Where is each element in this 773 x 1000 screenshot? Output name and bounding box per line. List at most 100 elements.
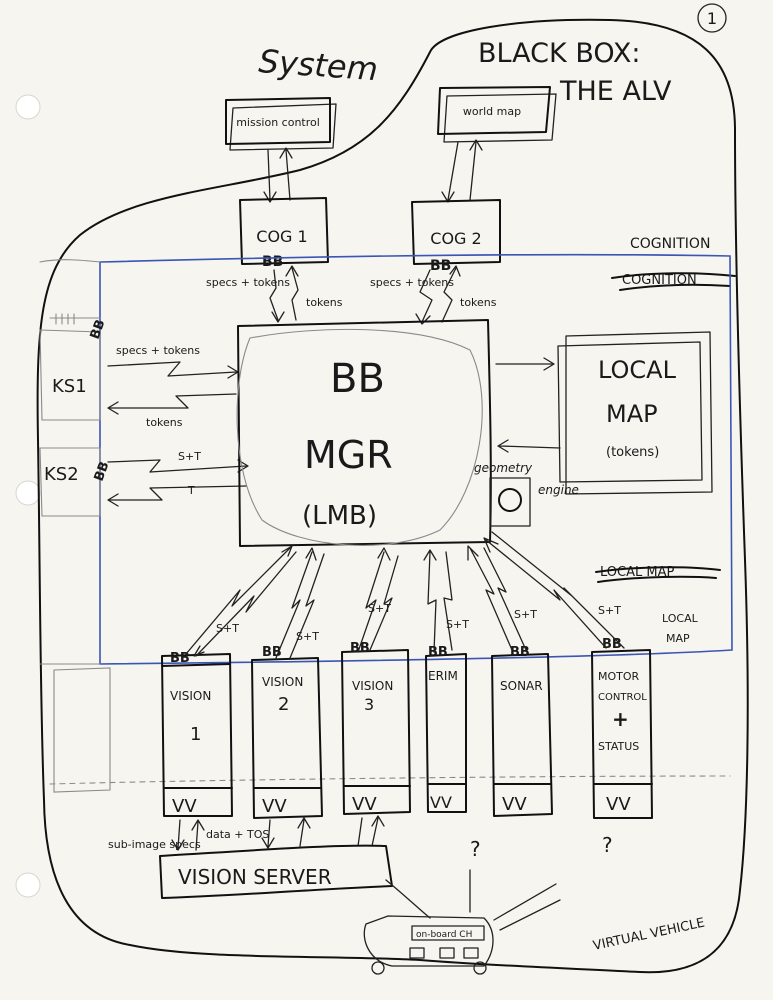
arrow-server-to-vision2	[297, 817, 311, 847]
flow-mgr-to-ks2	[107, 485, 247, 507]
world-map-box	[437, 86, 551, 135]
bb-mgr-inner-circle	[236, 328, 483, 546]
vision3-number: 3	[364, 695, 374, 714]
motor-label: MOTOR	[598, 670, 640, 683]
st-label-6: S+T	[598, 604, 621, 617]
motor-bb-tag: BB	[602, 637, 622, 652]
vision2-label: VISION	[262, 675, 303, 689]
tokens-label-1: tokens	[306, 296, 343, 309]
specs-tokens-label-1: specs + tokens	[206, 276, 290, 289]
ks1-bb-tag: BB	[88, 318, 109, 342]
geometry-engine-line1: geometry	[474, 461, 533, 475]
motor-vv-tag: VV	[606, 794, 631, 815]
local-map-box	[557, 341, 703, 483]
data-tos-label: data + TOS	[206, 828, 269, 841]
column-erim: BB ERIM VV	[425, 645, 467, 813]
line-sonar-to-vehicle	[493, 883, 557, 921]
binder-hole-bottom	[15, 872, 41, 898]
st-label-3: S+T	[368, 602, 391, 615]
cog2-label: COG 2	[430, 229, 481, 248]
cog1-label: COG 1	[256, 227, 307, 246]
arrow-vision1-to-server	[171, 819, 185, 851]
st-label-4: S+T	[446, 618, 469, 631]
title-system: System	[257, 42, 379, 88]
arrow-localmap-to-mgr	[497, 439, 561, 453]
left-faint-box	[53, 667, 111, 793]
page-number-circle	[697, 3, 727, 33]
line-server-to-vehicle	[385, 879, 431, 919]
cog1-box	[239, 197, 329, 265]
mission-control-box	[225, 97, 331, 145]
specs-tokens-label-2: specs + tokens	[370, 276, 454, 289]
cognition-boundary	[99, 253, 733, 665]
page-number: 1	[707, 9, 717, 28]
ks2-t-label: T	[187, 484, 195, 497]
local-map-right-line2: MAP	[666, 632, 690, 645]
virtual-vehicle-sketch: on-board CH	[363, 915, 494, 975]
world-map-label: world map	[463, 105, 521, 118]
question-mark-1: ?	[470, 837, 481, 861]
vision3-bb-tag: BB	[350, 641, 370, 656]
vision3-vv-tag: VV	[352, 794, 377, 815]
ks1-box	[39, 329, 101, 421]
ks2-box	[39, 447, 101, 517]
dashed-divider	[49, 775, 731, 785]
geometry-engine-box	[489, 477, 531, 527]
ks1-specs-tokens-label: specs + tokens	[116, 344, 200, 357]
flow-cog2-down	[415, 269, 433, 325]
bb-mgr-line3: (LMB)	[302, 501, 377, 531]
vision2-vv-tag: VV	[262, 796, 287, 817]
vision1-label: VISION	[170, 689, 211, 703]
vision2-number: 2	[278, 694, 289, 715]
column-vision-3: BB VISION 3 VV	[341, 641, 411, 815]
flow-cog1-down	[269, 269, 285, 323]
column-sonar: BB SONAR VV	[491, 645, 553, 817]
arrow-cog2-to-worldmap	[469, 139, 483, 201]
bb-mgr-line1: BB	[330, 356, 385, 402]
st-label-2: S+T	[296, 630, 319, 643]
local-map-shadow	[565, 331, 713, 495]
mission-control-shadow	[229, 103, 337, 151]
cog2-bb-tag: BB	[430, 258, 451, 274]
line-motor-to-vehicle	[499, 899, 561, 931]
binder-hole-middle	[15, 480, 41, 506]
ks2-label: KS2	[44, 464, 79, 485]
cog2-box	[411, 199, 501, 265]
flow-cog1-up	[285, 265, 299, 321]
ks1-stack	[49, 313, 101, 325]
arrow-vision2-to-server	[261, 819, 275, 849]
column-vision-2: BB VISION 2 VV	[251, 645, 323, 819]
arrow-worldmap-to-cog2	[441, 141, 459, 203]
arrow-cog1-to-mission	[279, 147, 293, 201]
virtual-vehicle-label: VIRTUAL VEHICLE	[592, 916, 706, 954]
column-vision-1: BB VISION 1 VV	[161, 651, 233, 817]
world-map-shadow	[443, 93, 557, 143]
erim-label: ERIM	[428, 669, 458, 683]
geometry-engine-icon	[498, 488, 522, 512]
control-label: CONTROL	[598, 692, 647, 703]
local-map-line1: LOCAL	[598, 356, 677, 384]
cognition-label: COGNITION	[630, 236, 710, 252]
bb-mgr-line2: MGR	[304, 433, 393, 477]
ks2-st-label: S+T	[178, 450, 201, 463]
bb-mgr-box	[237, 319, 492, 547]
arrow-mission-to-cog1	[263, 149, 277, 203]
sonar-label: SONAR	[500, 679, 543, 693]
sub-image-specs-label: sub-image specs	[108, 838, 201, 851]
sonar-vv-tag: VV	[502, 794, 527, 815]
arrow-vision3-server	[357, 815, 385, 847]
ks2-bb-tag: BB	[92, 460, 113, 484]
ks1-label: KS1	[52, 376, 87, 397]
st-label-5: S+T	[514, 608, 537, 621]
title-black-box: BLACK BOX:	[478, 38, 641, 69]
geometry-engine-line2: engine	[538, 483, 579, 497]
cognition-boundary-ext	[39, 259, 101, 665]
status-label: STATUS	[598, 740, 639, 753]
flow-mgr-to-ks1	[107, 393, 237, 415]
vision1-bb-tag: BB	[170, 651, 190, 666]
tokens-label-2: tokens	[460, 296, 497, 309]
local-map-strike	[595, 566, 721, 583]
vision3-label: VISION	[352, 679, 393, 693]
